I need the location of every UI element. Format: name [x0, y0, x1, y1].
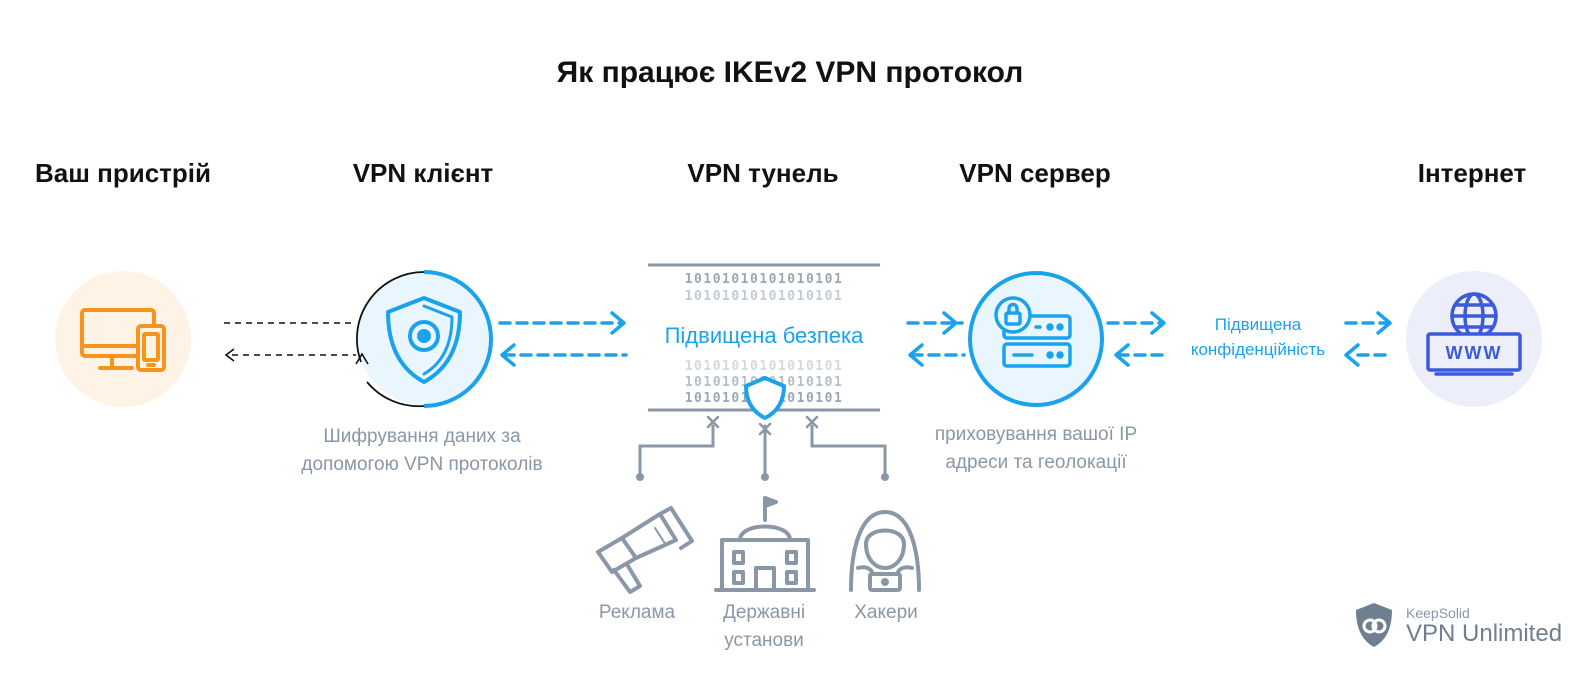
- megaphone-icon: [596, 506, 694, 594]
- heading-device: Ваш пристрій: [35, 158, 211, 188]
- binary-row-2: 10101010101010101: [685, 289, 844, 304]
- vpn-tunnel-node: 10101010101010101 10101010101010101 1010…: [636, 263, 889, 481]
- government-building-icon: [714, 496, 816, 592]
- threat-label-ads: Реклама: [598, 602, 676, 623]
- device-client-arrows: [224, 322, 356, 362]
- privacy-internet-arrows: [1344, 311, 1392, 367]
- server-lock-icon: [994, 296, 1072, 368]
- brand-sub: KeepSolid: [1406, 605, 1470, 621]
- heading-internet: Інтернет: [1417, 158, 1527, 188]
- brand-main: VPN Unlimited: [1406, 620, 1563, 647]
- internet-node: WWW: [1406, 271, 1542, 407]
- globe-www-icon: [1426, 292, 1522, 376]
- hacker-icon: [849, 510, 921, 592]
- vpn-client-node: [355, 270, 493, 408]
- vpn-server-node: [968, 271, 1104, 407]
- tunnel-shield-icon: [744, 376, 786, 420]
- device-node: [55, 271, 191, 407]
- diagram-title: Як працює IKEv2 VPN протокол: [556, 56, 1024, 89]
- shield-eye-icon: [386, 296, 462, 384]
- client-tunnel-arrows: [498, 311, 628, 367]
- tunnel-label: Підвищена безпека: [665, 323, 865, 348]
- server-caption: приховування вашої IP адреси та геолокац…: [934, 424, 1138, 473]
- www-text: WWW: [1446, 343, 1503, 363]
- keepsolid-shield-icon: [1356, 603, 1392, 647]
- binary-row-1: 10101010101010101: [685, 272, 844, 287]
- heading-vpn-tunnel: VPN тунель: [687, 158, 839, 188]
- desktop-phone-icon: [80, 308, 166, 372]
- threat-label-government: Державні установи: [722, 602, 806, 651]
- threat-label-hackers: Хакери: [854, 602, 918, 623]
- heading-vpn-server: VPN сервер: [959, 158, 1111, 188]
- client-caption: Шифрування даних за допомогою VPN проток…: [301, 426, 543, 475]
- server-privacy-arrows: [1106, 311, 1168, 367]
- tunnel-server-arrows: [906, 311, 966, 367]
- privacy-label: Підвищена конфіденційність: [1190, 315, 1326, 359]
- brand-logo-block: KeepSolid VPN Unlimited: [1354, 600, 1574, 652]
- binary-row-3: 10101010101010101: [685, 359, 844, 374]
- heading-vpn-client: VPN клієнт: [352, 158, 494, 188]
